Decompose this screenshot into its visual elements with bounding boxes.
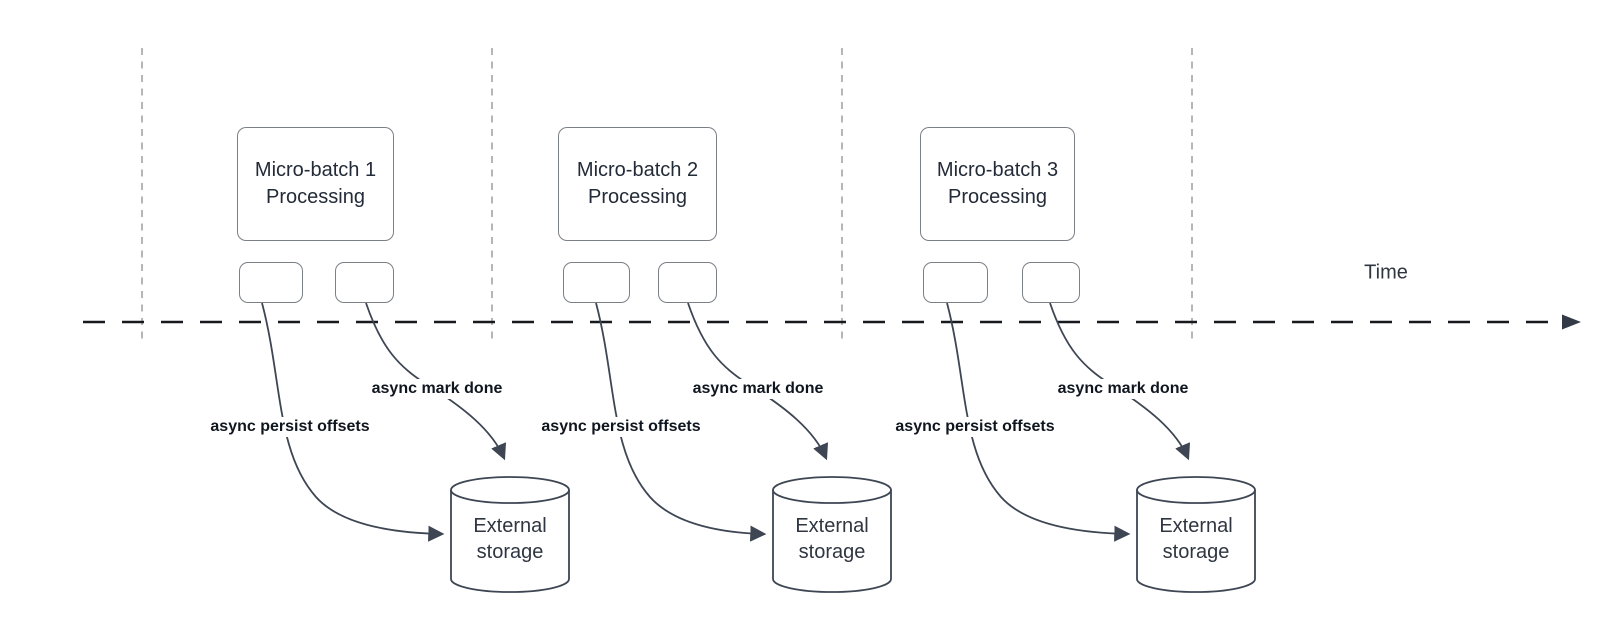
external-storage-label-1: External storage: [451, 513, 569, 565]
microbatch-2-subtitle: Processing: [588, 186, 687, 208]
time-axis-label: Time: [1364, 261, 1408, 284]
microbatch-3-markdone-task-box: [1022, 262, 1080, 303]
microbatch-1-title: Micro-batch 1: [254, 159, 377, 181]
mark-done-label-1: async mark done: [367, 379, 507, 399]
external-storage-cylinder-2: [772, 476, 892, 593]
persist-offsets-label-3: async persist offsets: [891, 417, 1059, 437]
persist-offsets-arrow-1: [261, 302, 445, 542]
time-axis-arrowhead-icon: [1562, 314, 1581, 330]
persist-offsets-label-2: async persist offsets: [537, 417, 705, 437]
storage-label-line1: External: [795, 515, 869, 537]
mark-done-label-2: async mark done: [688, 379, 828, 399]
microbatch-2-label: Micro-batch 2 Processing: [577, 157, 698, 211]
microbatch-2-offset-task-box: [563, 262, 630, 303]
microbatch-1-processing-box: Micro-batch 1 Processing: [237, 127, 394, 241]
storage-label-line1: External: [473, 515, 547, 537]
microbatch-2-processing-box: Micro-batch 2 Processing: [558, 127, 717, 241]
storage-label-line1: External: [1159, 515, 1233, 537]
persist-offsets-arrow-2: [595, 302, 767, 542]
microbatch-3-offset-task-box: [923, 262, 988, 303]
microbatch-3-title: Micro-batch 3: [936, 159, 1059, 181]
external-storage-label-2: External storage: [773, 513, 891, 565]
storage-label-line2: storage: [1162, 541, 1230, 563]
persist-offsets-arrow-3: [946, 302, 1131, 542]
persist-offsets-label-1: async persist offsets: [206, 417, 374, 437]
microbatch-1-offset-task-box: [239, 262, 303, 303]
mark-done-label-3: async mark done: [1053, 379, 1193, 399]
microbatch-2-markdone-task-box: [658, 262, 717, 303]
microbatch-3-processing-box: Micro-batch 3 Processing: [920, 127, 1075, 241]
external-storage-label-3: External storage: [1137, 513, 1255, 565]
microbatch-1-markdone-task-box: [335, 262, 394, 303]
storage-label-line2: storage: [476, 541, 544, 563]
microbatch-1-label: Micro-batch 1 Processing: [255, 157, 376, 211]
microbatch-1-subtitle: Processing: [266, 186, 365, 208]
external-storage-cylinder-1: [450, 476, 570, 593]
storage-label-line2: storage: [798, 541, 866, 563]
microbatch-3-subtitle: Processing: [948, 186, 1047, 208]
microbatch-3-label: Micro-batch 3 Processing: [937, 157, 1058, 211]
external-storage-cylinder-3: [1136, 476, 1256, 593]
microbatch-2-title: Micro-batch 2: [576, 159, 699, 181]
